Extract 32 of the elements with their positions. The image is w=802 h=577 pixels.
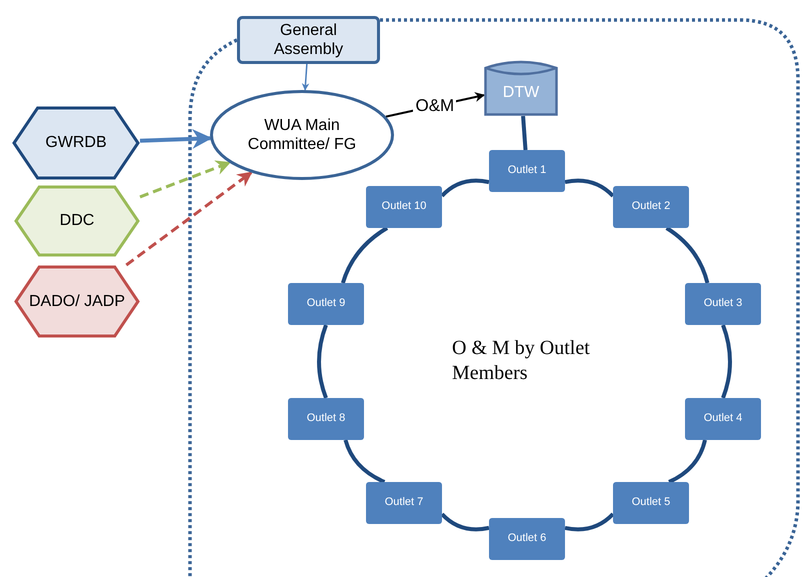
outlet-box: Outlet 4 <box>685 398 761 440</box>
connector-line <box>564 512 614 532</box>
outlet-box: Outlet 5 <box>613 482 689 524</box>
connector-line <box>317 324 328 399</box>
outlet-box: Outlet 2 <box>613 186 689 228</box>
arrow <box>302 64 310 91</box>
connector-line <box>668 440 707 484</box>
outlet-box: Outlet 7 <box>366 482 442 524</box>
connector-line <box>344 439 386 484</box>
connector-line <box>665 226 710 284</box>
outlet-box: Outlet 3 <box>685 283 761 325</box>
outlet-box: Outlet 6 <box>489 518 565 560</box>
outlet-box: Outlet 10 <box>366 186 442 228</box>
arrow <box>139 160 231 198</box>
agency-hexagon: DDC <box>14 185 140 257</box>
committee-ellipse: WUA Main Committee/ FG <box>210 90 394 180</box>
outlet-box: Outlet 1 <box>489 150 565 192</box>
connector-line <box>564 178 614 198</box>
agency-hexagon: GWRDB <box>12 106 140 180</box>
arrow <box>125 171 252 266</box>
connector-line <box>440 512 490 532</box>
arrow <box>140 128 212 149</box>
connector-line <box>340 226 388 284</box>
center-note: O & M by Outlet Members <box>452 336 591 386</box>
outlet-box: Outlet 9 <box>288 283 364 325</box>
general-assembly-box: General Assembly <box>237 16 380 64</box>
connector-line <box>721 324 732 399</box>
well-cylinder: DTW <box>484 58 558 116</box>
agency-hexagon: DADO/ JADP <box>14 265 140 338</box>
connector-line <box>440 178 490 198</box>
outlet-box: Outlet 8 <box>288 398 364 440</box>
connector-line <box>521 116 528 150</box>
